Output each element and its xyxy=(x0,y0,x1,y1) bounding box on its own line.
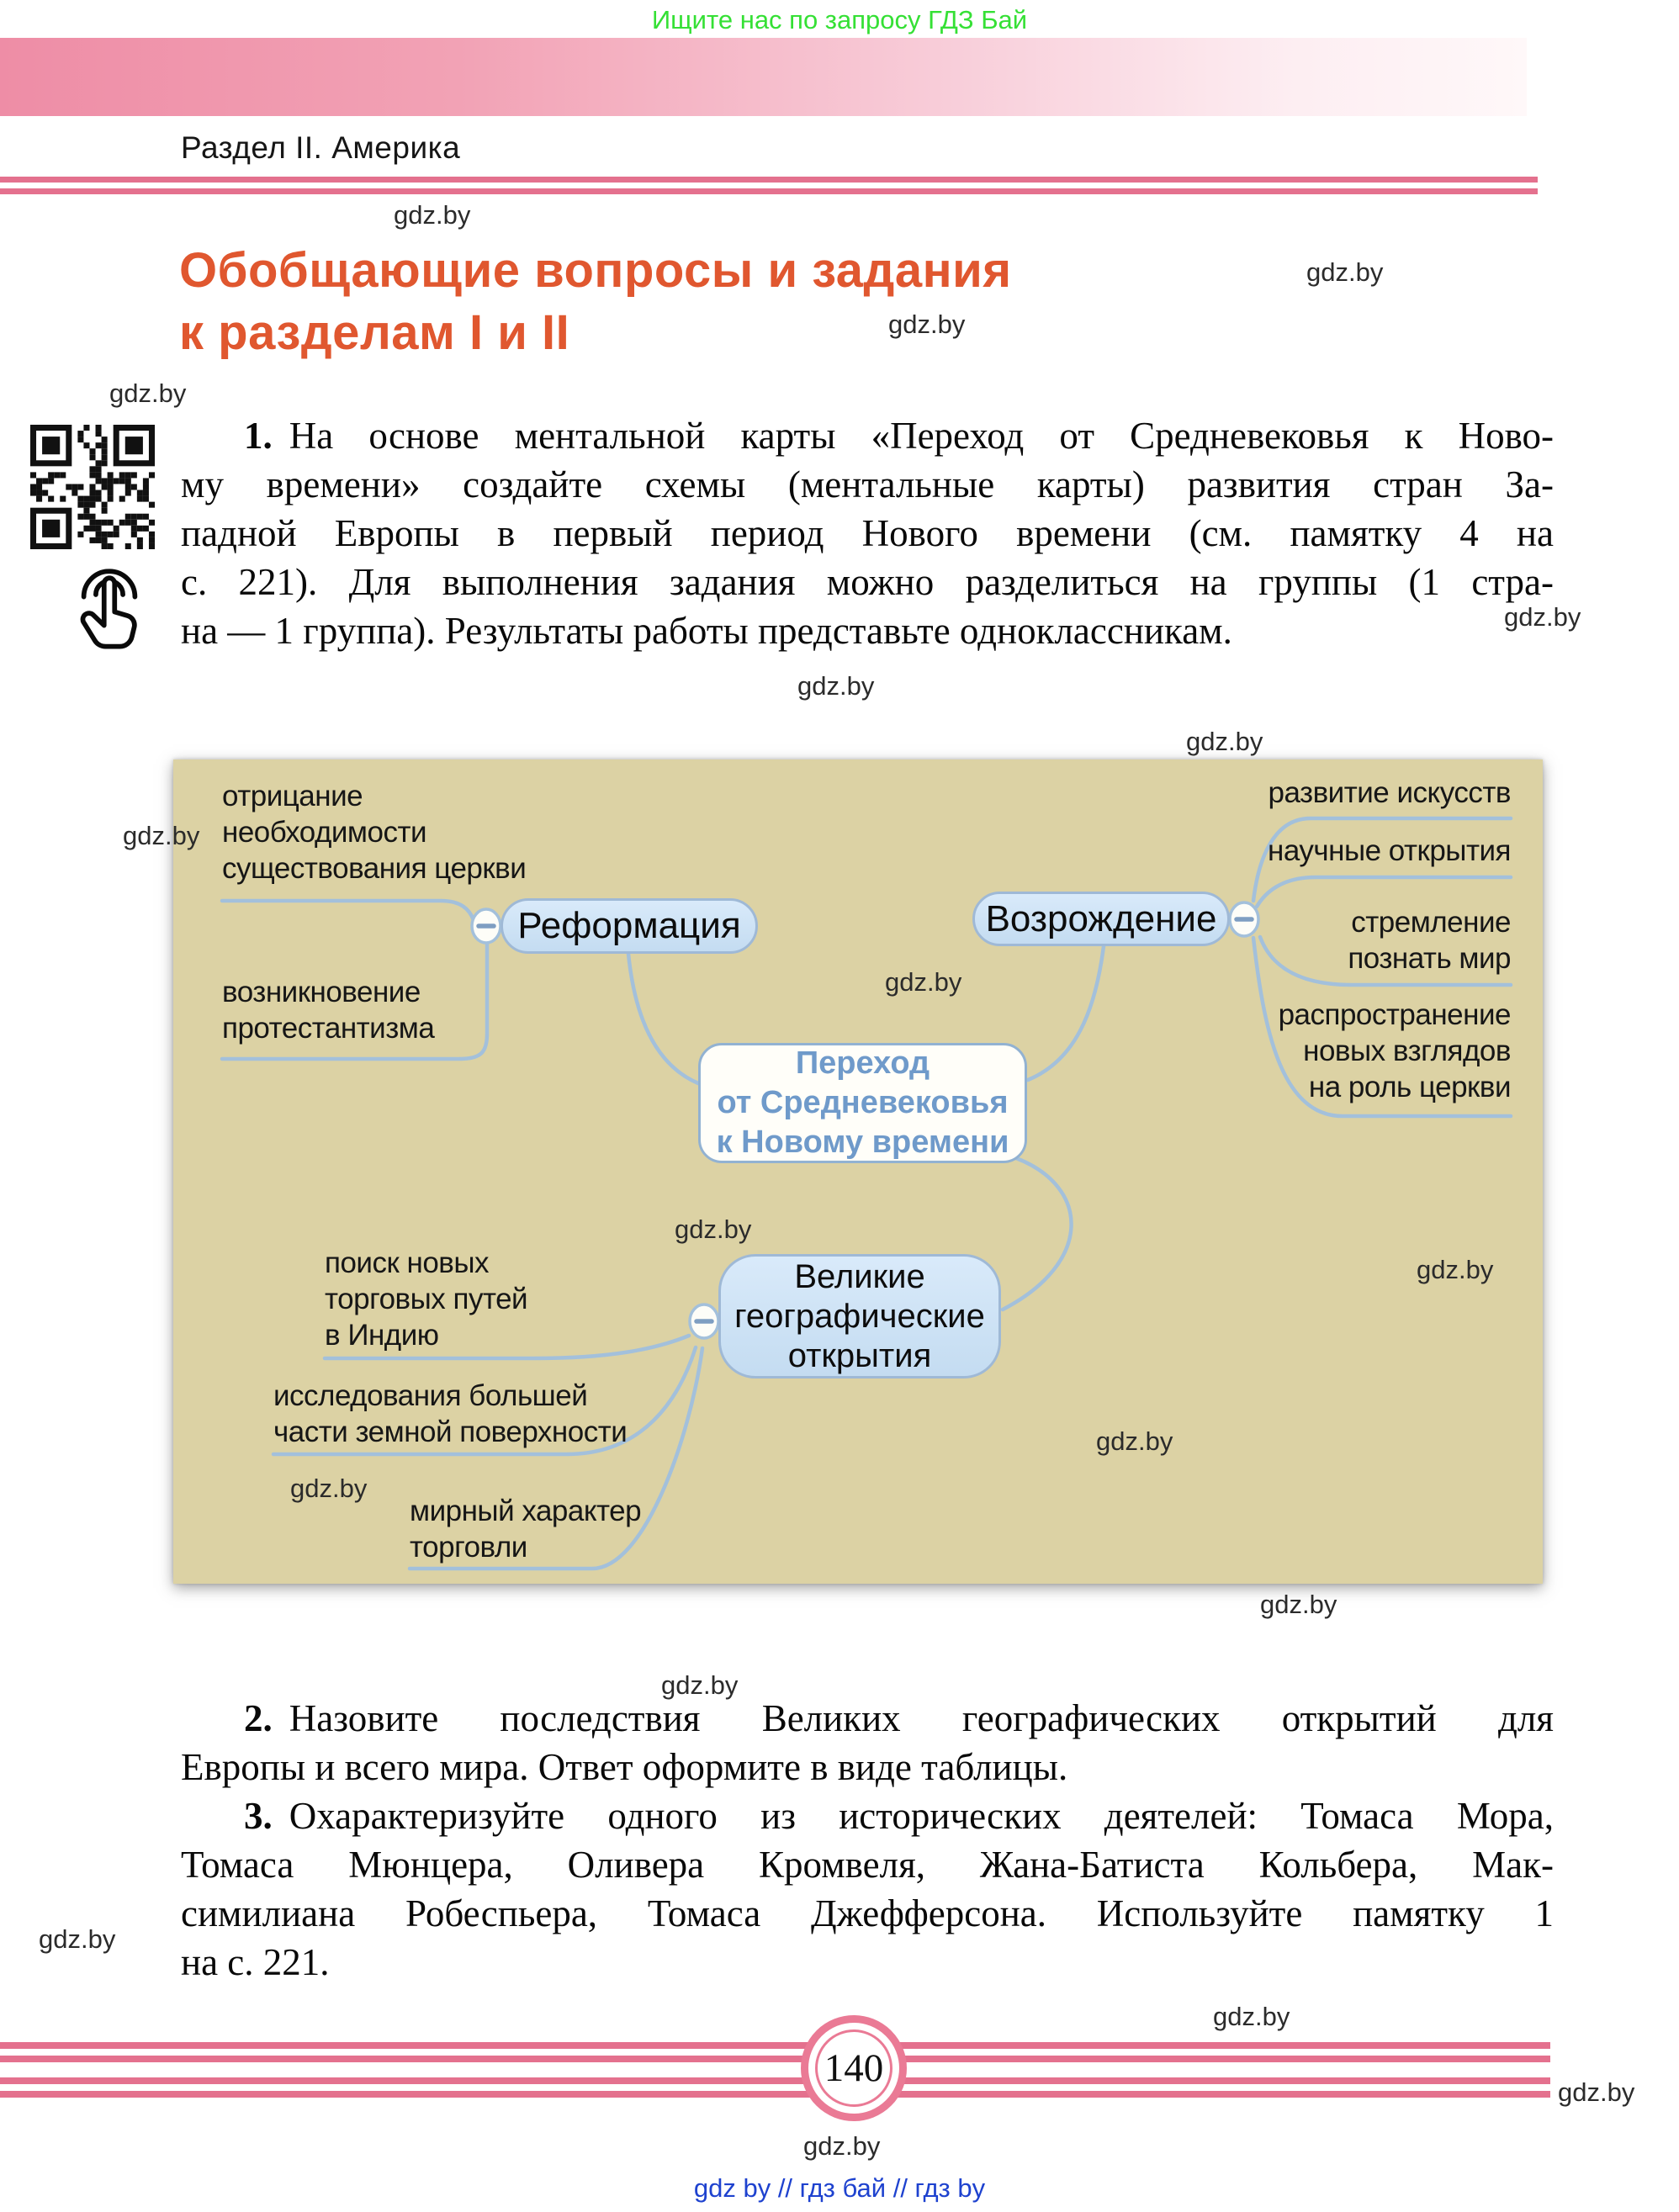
watermark: gdz.by xyxy=(123,821,200,850)
task-1-line: на — 1 группа). Результаты работы предст… xyxy=(181,610,1232,652)
node-discoveries: Великие географические открытия xyxy=(718,1254,1001,1379)
tap-hand-icon xyxy=(62,552,156,651)
watermark: gdz.by xyxy=(1558,2077,1635,2107)
task-1-line: падной Европы в первый период Нового вре… xyxy=(181,512,1554,554)
collapse-toggle-discoveries xyxy=(688,1303,720,1340)
page-title-line2: к разделам I и II xyxy=(179,305,570,360)
mind-map-wires xyxy=(220,816,1513,1571)
section-header: Раздел II. Америка xyxy=(181,130,461,165)
watermark: gdz.by xyxy=(1504,602,1581,632)
watermark: gdz.by xyxy=(394,200,471,230)
footer-rule xyxy=(0,2091,1550,2098)
watermark: gdz.by xyxy=(1260,1590,1337,1619)
footer-rule xyxy=(0,2056,1550,2062)
watermark: gdz.by xyxy=(885,967,962,997)
branch-label-protestantism: возникновение протестантизма xyxy=(222,976,435,1045)
task-3-line: на с. 221. xyxy=(181,1941,330,1983)
task-1-line: На основе ментальной карты «Переход от С… xyxy=(289,415,1554,457)
branch-label-church-denial: отрицание необходимости существования це… xyxy=(222,780,527,885)
node-renaissance: Возрождение xyxy=(972,892,1230,946)
watermark: gdz.by xyxy=(1417,1255,1494,1284)
footer-site-links[interactable]: gdz by // гдз бай // гдз by xyxy=(693,2173,986,2203)
watermark: gdz.by xyxy=(1186,727,1263,756)
task-2-line: Европы и всего мира. Ответ оформите в ви… xyxy=(181,1746,1068,1788)
watermark: gdz.by xyxy=(1213,2002,1290,2031)
mind-map: отрицание необходимости существования це… xyxy=(173,759,1543,1584)
promo-banner-text: Ищите нас по запросу ГДЗ Бай xyxy=(651,5,1028,34)
qr-code[interactable] xyxy=(30,425,155,549)
collapse-toggle-reformation xyxy=(470,908,502,945)
qr-code-icon xyxy=(30,425,155,549)
page-number-badge: 140 xyxy=(801,2015,907,2121)
header-rule-bottom xyxy=(0,188,1538,194)
branch-label-exploration: исследования большей части земной поверх… xyxy=(273,1379,628,1448)
page-title-line1: Обобщающие вопросы и задания xyxy=(179,243,1012,298)
page-number: 140 xyxy=(815,2029,892,2107)
watermark: gdz.by xyxy=(803,2131,881,2161)
branch-label-peaceful-trade: мирный характер торговли xyxy=(410,1495,642,1564)
node-center-transition: Переход от Средневековья к Новому времен… xyxy=(698,1043,1027,1163)
watermark: gdz.by xyxy=(797,671,875,701)
watermark: gdz.by xyxy=(661,1670,739,1700)
branch-label-know-world: стремление познать мир xyxy=(1348,906,1511,975)
task-2-number: 2. xyxy=(244,1697,273,1739)
watermark: gdz.by xyxy=(675,1214,752,1244)
watermark: gdz.by xyxy=(1096,1426,1173,1456)
header-gradient-bar xyxy=(0,38,1527,116)
watermark: gdz.by xyxy=(109,378,187,408)
task-1-line: с. 221). Для выполнения задания можно ра… xyxy=(181,561,1554,603)
branch-label-church-views: распространение новых взглядов на роль ц… xyxy=(1278,998,1512,1103)
task-3: 3. Охарактеризуйте одного из исторических… xyxy=(181,1791,1554,1987)
task-1-number: 1. xyxy=(244,415,273,457)
footer-rule xyxy=(0,2042,1550,2049)
task-1: 1. На основе ментальной карты «Переход от… xyxy=(181,411,1554,655)
footer-rule xyxy=(0,2077,1550,2084)
node-reformation: Реформация xyxy=(501,898,758,954)
branch-label-trade-routes: поиск новых торговых путей в Индию xyxy=(325,1246,528,1352)
task-3-line: Томаса Мюнцера, Оливера Кромвеля, Жана-Б… xyxy=(181,1844,1554,1886)
task-1-line: му времени» создайте схемы (ментальные к… xyxy=(181,463,1554,505)
task-2: 2. Назовите последствия Великих географич… xyxy=(181,1694,1554,1791)
watermark: gdz.by xyxy=(888,310,966,339)
task-2-line: Назовите последствия Великих географичес… xyxy=(289,1697,1554,1739)
branch-label-arts: развитие искусств xyxy=(1268,776,1512,809)
task-3-line: симилиана Робеспьера, Томаса Джефферсона… xyxy=(181,1892,1554,1934)
collapse-toggle-renaissance xyxy=(1228,901,1260,938)
watermark: gdz.by xyxy=(39,1924,116,1954)
watermark: gdz.by xyxy=(1306,257,1384,287)
task-3-line: Охарактеризуйте одного из исторических д… xyxy=(289,1795,1554,1837)
header-rule-top xyxy=(0,177,1538,183)
task-3-number: 3. xyxy=(244,1795,273,1837)
branch-label-science: научные открытия xyxy=(1267,834,1512,867)
watermark: gdz.by xyxy=(290,1474,368,1503)
